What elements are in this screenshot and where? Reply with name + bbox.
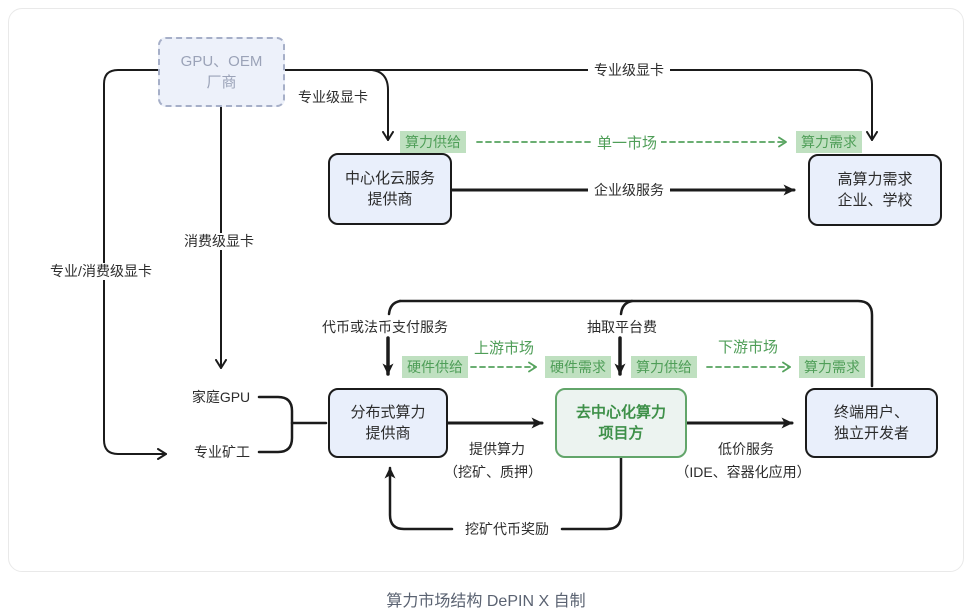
edge-label-consumer-gpu: 消费级显卡 xyxy=(178,233,260,250)
node-decentralized-compute-project[interactable]: 去中心化算力 项目方 xyxy=(555,388,687,458)
diagram-frame xyxy=(8,8,964,572)
pill-compute-supply-bottom: 算力供给 xyxy=(631,356,697,378)
edge-label-pro-gpu-top: 专业级显卡 xyxy=(588,62,670,79)
edge-label-pro-miner: 专业矿工 xyxy=(194,444,250,460)
node-end-users-line2: 独立开发者 xyxy=(833,425,909,442)
edge-label-provide-compute: 提供算力 xyxy=(469,441,525,457)
market-label-single-market: 单一市场 xyxy=(592,132,662,153)
edge-label-pro-consumer-gpu: 专业/消费级显卡 xyxy=(44,263,158,280)
market-label-downstream-market: 下游市场 xyxy=(713,336,783,357)
node-distributed-line1: 分布式算力 xyxy=(350,404,426,421)
node-decentralized-line2: 项目方 xyxy=(598,425,644,442)
node-gpu-oem-vendor[interactable]: GPU、OEM 厂商 xyxy=(158,37,285,107)
node-distributed-compute-provider[interactable]: 分布式算力 提供商 xyxy=(328,388,448,458)
market-label-upstream-market: 上游市场 xyxy=(469,337,539,358)
node-high-compute-demand[interactable]: 高算力需求 企业、学校 xyxy=(808,154,942,226)
node-distributed-line2: 提供商 xyxy=(365,425,411,442)
edge-label-platform-fee: 抽取平台费 xyxy=(587,319,657,335)
node-high-demand-line2: 企业、学校 xyxy=(837,192,913,209)
pill-compute-demand-bottom: 算力需求 xyxy=(799,356,865,378)
node-high-demand-line1: 高算力需求 xyxy=(837,171,913,188)
edge-label-mining-reward: 挖矿代币奖励 xyxy=(459,521,555,538)
node-centralized-cloud-line2: 提供商 xyxy=(367,191,413,208)
pill-hardware-supply: 硬件供给 xyxy=(402,356,468,378)
edge-label-cheap-service-sub: （IDE、容器化应用） xyxy=(675,464,811,480)
edge-label-pro-gpu-mid: 专业级显卡 xyxy=(298,89,368,105)
node-end-users-developers[interactable]: 终端用户、 独立开发者 xyxy=(805,388,938,458)
pill-compute-demand-top: 算力需求 xyxy=(796,131,862,153)
edge-label-home-gpu: 家庭GPU xyxy=(191,389,251,405)
edge-label-provide-compute-sub: （挖矿、质押） xyxy=(444,464,542,480)
diagram-caption: 算力市场结构 DePIN X 自制 xyxy=(386,593,586,610)
edge-label-enterprise-service: 企业级服务 xyxy=(588,182,670,199)
node-centralized-cloud-provider[interactable]: 中心化云服务 提供商 xyxy=(328,153,452,225)
node-gpu-oem-line2: 厂商 xyxy=(206,74,237,91)
edge-label-token-fiat-payment: 代币或法币支付服务 xyxy=(322,319,448,335)
node-gpu-oem-line1: GPU、OEM xyxy=(180,53,263,70)
pill-compute-supply-top: 算力供给 xyxy=(400,131,466,153)
edge-label-cheap-service: 低价服务 xyxy=(718,441,774,457)
node-end-users-line1: 终端用户、 xyxy=(833,404,909,421)
node-centralized-cloud-line1: 中心化云服务 xyxy=(344,170,435,187)
node-decentralized-line1: 去中心化算力 xyxy=(575,404,666,421)
pill-hardware-demand: 硬件需求 xyxy=(545,356,611,378)
